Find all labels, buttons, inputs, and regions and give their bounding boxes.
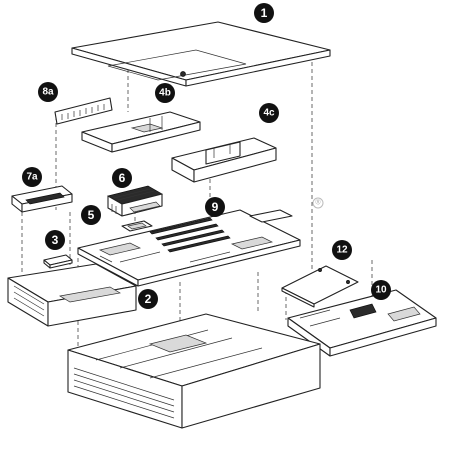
front-drive-cage xyxy=(7,263,137,327)
callout-4b: 4b xyxy=(155,83,175,103)
front-vents xyxy=(73,367,175,419)
svg-text:6: 6 xyxy=(119,171,126,185)
svg-text:2: 2 xyxy=(145,292,152,306)
svg-text:7a: 7a xyxy=(26,172,38,183)
processor xyxy=(121,220,153,232)
chassis xyxy=(67,313,321,429)
svg-text:4c: 4c xyxy=(263,108,275,119)
callout-4c: 4c xyxy=(259,103,279,123)
svg-text:3: 3 xyxy=(52,233,59,247)
callout-10: 10 xyxy=(371,280,391,300)
air-baffle-left xyxy=(81,111,201,153)
callout-5: 5 xyxy=(81,205,101,225)
callout-2: 2 xyxy=(138,289,158,309)
air-baffle-right xyxy=(171,137,277,183)
top-cover xyxy=(71,21,331,87)
callout-7a: 7a xyxy=(22,167,42,187)
small-drive-cage xyxy=(11,185,73,213)
svg-text:10: 10 xyxy=(375,285,387,296)
heatsink xyxy=(107,185,163,217)
svg-text:4b: 4b xyxy=(159,88,171,99)
callout-3: 3 xyxy=(45,230,65,250)
memory-module xyxy=(54,97,113,125)
dimm-slots xyxy=(149,217,231,253)
registered-mark: ® xyxy=(315,199,321,207)
callout-8a: 8a xyxy=(38,82,58,102)
callout-12: 12 xyxy=(332,240,352,260)
system-board xyxy=(77,209,301,287)
cover-plate xyxy=(281,265,359,308)
svg-text:8a: 8a xyxy=(42,87,54,98)
battery-module xyxy=(43,254,73,269)
svg-text:5: 5 xyxy=(88,208,95,222)
registered-circle xyxy=(312,197,324,209)
callout-6: 6 xyxy=(112,168,132,188)
callout-9: 9 xyxy=(205,197,225,217)
svg-text:9: 9 xyxy=(212,200,219,214)
svg-text:1: 1 xyxy=(261,6,268,20)
svg-text:12: 12 xyxy=(336,245,348,256)
callout-1: 1 xyxy=(254,3,274,23)
